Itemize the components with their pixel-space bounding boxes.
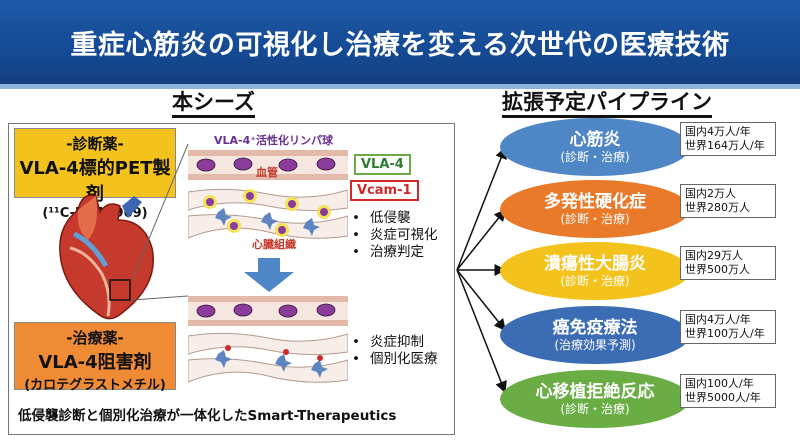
stat-box-uc: 国内29万人 世界500万人 — [680, 246, 776, 280]
benefits-list-bottom: 炎症抑制 個別化医療 — [352, 334, 438, 368]
stat-box-transplant-rejection: 国内100人/年 世界5000人/年 — [680, 374, 776, 408]
down-arrow-icon — [244, 258, 294, 292]
therapeutic-label: -治療薬- — [66, 329, 124, 347]
therapeutic-drug-box: -治療薬- VLA-4阻害剤 (カロテグラストメチル) — [14, 322, 176, 393]
stat-global: 世界164万人/年 — [685, 139, 765, 152]
title-bar: 重症心筋炎の可視化し治療を変える次世代の医療技術 — [0, 0, 800, 84]
summary-caption: 低侵襲診断と個別化治療が一体化したSmart-Therapeutics — [18, 408, 397, 424]
diagnostic-label: -診断薬- — [66, 135, 124, 153]
pipeline-name: 心筋炎 — [569, 129, 621, 150]
pipeline-arrows — [456, 146, 507, 394]
pipeline-item-uc: 潰瘍性大腸炎 (診断・治療) — [500, 242, 690, 300]
therapeutic-compound: (カロテグラストメチル) — [24, 378, 166, 393]
pipeline-heading: 拡張予定パイプライン — [502, 90, 712, 119]
pipeline-item-ms: 多発性硬化症 (診断・治療) — [500, 180, 690, 238]
bullet-personalized-medicine: 個別化医療 — [352, 351, 438, 368]
pipeline-name: 潰瘍性大腸炎 — [544, 253, 646, 274]
stat-domestic: 国内2万人 — [685, 187, 736, 200]
pipeline-name: 心移植拒絶反応 — [535, 381, 655, 402]
pipeline-sub: (診断・治療) — [560, 273, 630, 288]
tissue-diagram-after — [188, 296, 348, 383]
cells-label: VLA-4⁺活性化リンパ球 — [214, 134, 334, 147]
stat-global: 世界100万人/年 — [685, 327, 765, 340]
zoom-lines — [131, 143, 189, 301]
stat-domestic: 国内4万人/年 — [685, 313, 751, 326]
pipeline-sub: (診断・治療) — [560, 211, 630, 226]
stat-domestic: 国内29万人 — [685, 249, 743, 262]
pipeline-name: 多発性硬化症 — [544, 191, 646, 212]
bullet-inflammation-suppression: 炎症抑制 — [352, 334, 437, 351]
stat-box-cancer-immuno: 国内4万人/年 世界100万人/年 — [680, 310, 776, 344]
bullet-treatment-evaluation: 治療判定 — [352, 244, 437, 261]
stat-domestic: 国内100人/年 — [685, 377, 754, 390]
stat-global: 世界5000人/年 — [685, 391, 761, 404]
seeds-heading: 本シーズ — [172, 90, 255, 119]
page-title: 重症心筋炎の可視化し治療を変える次世代の医療技術 — [70, 29, 730, 61]
vla4-marker: VLA-4 — [354, 154, 411, 175]
title-underline — [0, 84, 800, 89]
pipeline-name: 癌免疫療法 — [552, 317, 638, 338]
bullet-inflammation-visualization: 炎症可視化 — [352, 227, 438, 244]
therapeutic-name: VLA-4阻害剤 — [38, 352, 152, 373]
pipeline-item-transplant-rejection: 心移植拒絶反応 (診断・治療) — [500, 370, 690, 428]
vcam-marker: Vcam-1 — [350, 180, 419, 201]
stat-domestic: 国内4万人/年 — [685, 125, 751, 138]
benefits-list-top: 低侵襲 炎症可視化 治療判定 — [352, 210, 438, 261]
stat-box-ms: 国内2万人 世界280万人 — [680, 184, 776, 218]
pipeline-item-myocarditis: 心筋炎 (診断・治療) — [500, 118, 690, 176]
stat-box-myocarditis: 国内4万人/年 世界164万人/年 — [680, 122, 776, 156]
tissue-label: 心臓組織 — [252, 238, 296, 251]
tissue-diagram-before — [188, 150, 348, 239]
vessel-label: 血管 — [256, 166, 278, 179]
bullet-low-invasive: 低侵襲 — [352, 210, 437, 227]
heart-illustration — [59, 194, 154, 320]
pipeline-sub: (診断・治療) — [560, 401, 630, 416]
pipeline-sub: (治療効果予測) — [554, 337, 636, 352]
stat-global: 世界500万人 — [685, 263, 750, 276]
stat-global: 世界280万人 — [685, 201, 750, 214]
pipeline-sub: (診断・治療) — [560, 149, 630, 164]
pipeline-item-cancer-immuno: 癌免疫療法 (治療効果予測) — [500, 306, 690, 364]
